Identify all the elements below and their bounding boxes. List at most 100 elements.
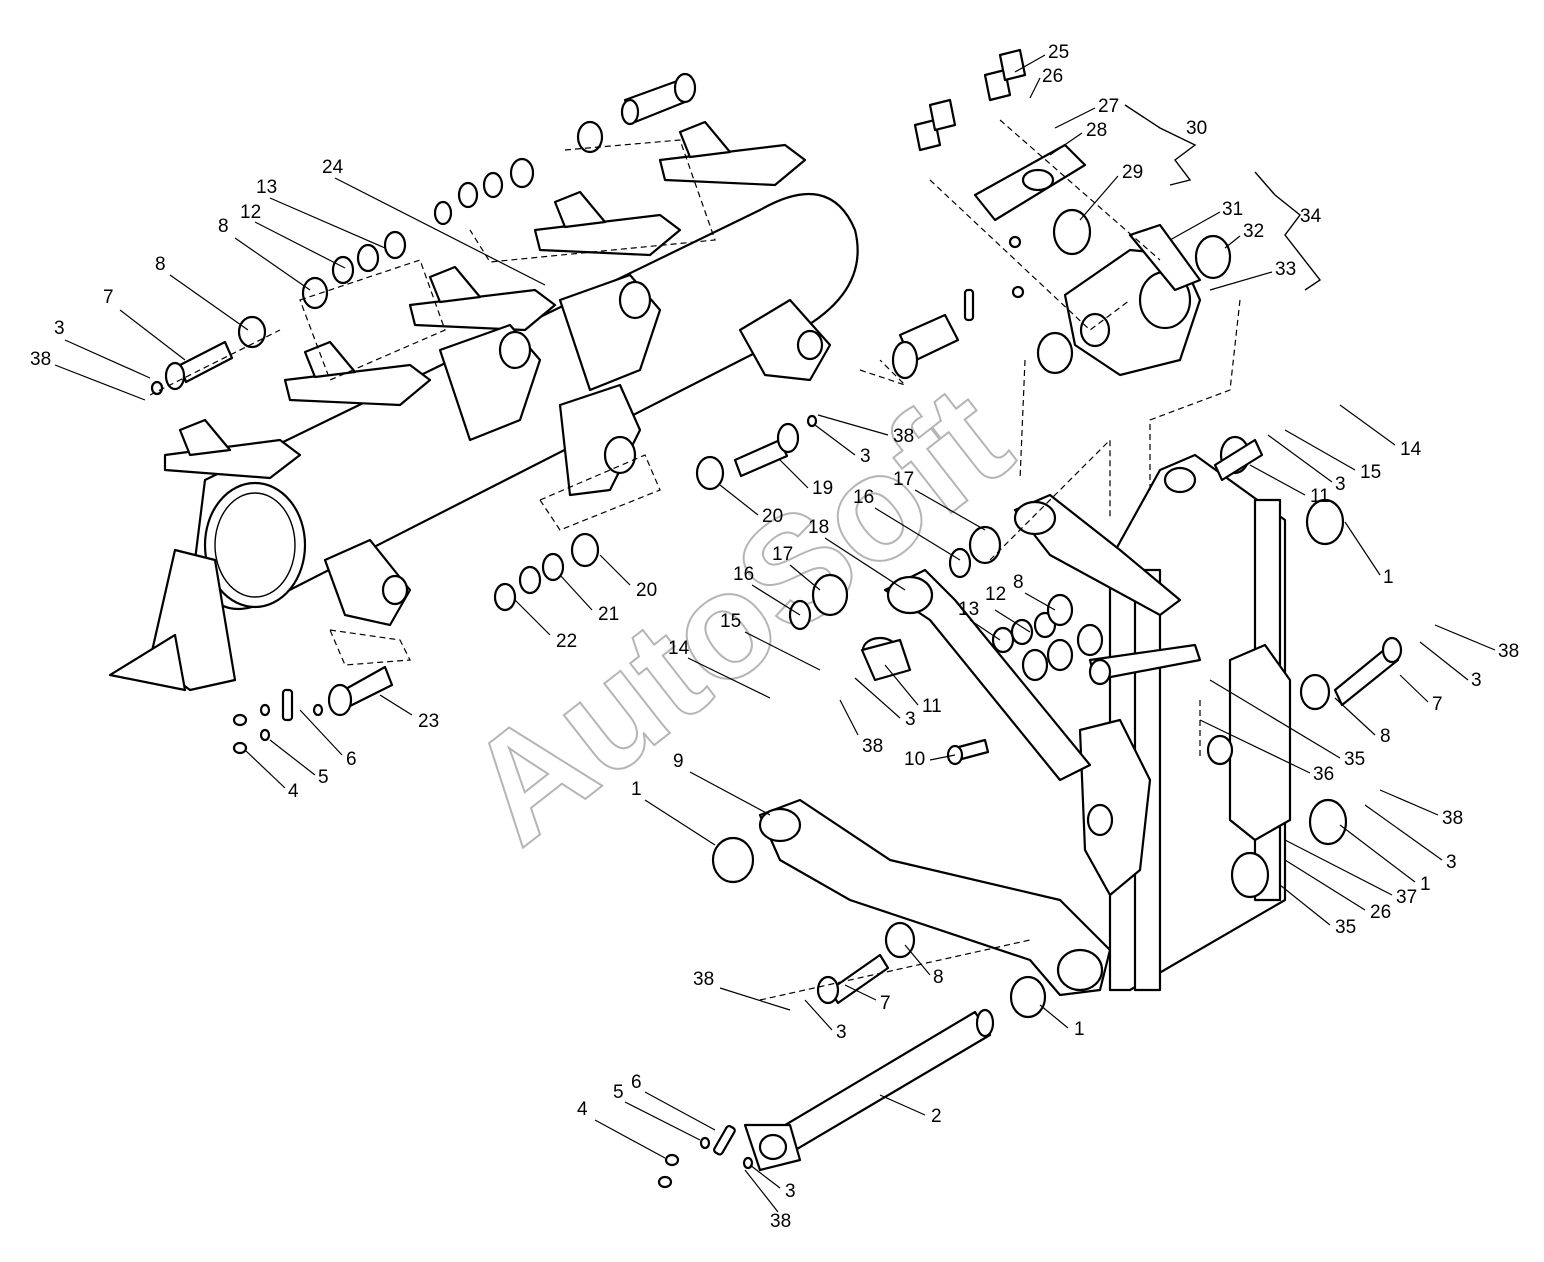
callout-3: 3 bbox=[860, 446, 871, 467]
swivel-bracket-group bbox=[891, 48, 1232, 380]
leader-line bbox=[1284, 839, 1393, 896]
callout-1: 1 bbox=[1383, 567, 1394, 588]
leader-line bbox=[904, 944, 931, 976]
callout-30: 30 bbox=[1186, 118, 1207, 139]
leader-line bbox=[1344, 521, 1381, 576]
callout-16: 16 bbox=[733, 564, 754, 585]
callout-34: 34 bbox=[1300, 206, 1322, 227]
leader-line bbox=[854, 677, 901, 719]
callout-36: 36 bbox=[1313, 764, 1334, 785]
callout-7: 7 bbox=[880, 993, 891, 1014]
leader-line bbox=[269, 197, 386, 249]
callout-8: 8 bbox=[155, 254, 166, 275]
callout-16: 16 bbox=[853, 487, 874, 508]
callout-22: 22 bbox=[556, 631, 577, 652]
leader-line bbox=[1419, 641, 1469, 681]
leader-lines bbox=[54, 54, 1496, 1213]
callout-38: 38 bbox=[893, 426, 914, 447]
leader-line bbox=[1249, 464, 1306, 496]
callout-17: 17 bbox=[772, 544, 793, 565]
callout-17: 17 bbox=[893, 469, 914, 490]
callout-26: 26 bbox=[1042, 66, 1063, 87]
leader-line bbox=[54, 364, 146, 401]
callout-15: 15 bbox=[1360, 462, 1381, 483]
callout-35: 35 bbox=[1344, 749, 1365, 770]
leader-line bbox=[624, 1101, 701, 1141]
leader-line bbox=[1284, 859, 1366, 911]
callout-33: 33 bbox=[1275, 259, 1296, 280]
leader-line bbox=[929, 754, 956, 761]
callout-6: 6 bbox=[346, 749, 357, 770]
callout-29: 29 bbox=[1122, 162, 1143, 183]
callout-15: 15 bbox=[720, 611, 741, 632]
leader-line bbox=[1024, 592, 1056, 611]
callout-7: 7 bbox=[1432, 694, 1443, 715]
leader-line bbox=[254, 221, 346, 269]
leader-line bbox=[719, 484, 759, 516]
leader-line bbox=[744, 1169, 779, 1213]
callout-8: 8 bbox=[1380, 726, 1391, 747]
callout-5: 5 bbox=[318, 767, 329, 788]
leader-line bbox=[1169, 211, 1221, 241]
callout-3: 3 bbox=[836, 1022, 847, 1043]
callout-38: 38 bbox=[1498, 641, 1519, 662]
callout-32: 32 bbox=[1243, 221, 1264, 242]
leader-line bbox=[749, 1164, 781, 1189]
leader-line bbox=[1284, 429, 1356, 471]
leader-line bbox=[1209, 271, 1273, 291]
leader-line bbox=[559, 574, 593, 611]
callout-10: 10 bbox=[904, 749, 925, 770]
leader-line bbox=[839, 699, 859, 736]
leader-line bbox=[1029, 77, 1041, 99]
callout-21: 21 bbox=[598, 604, 619, 625]
callout-23: 23 bbox=[418, 711, 439, 732]
callout-8: 8 bbox=[933, 967, 944, 988]
leader-line bbox=[824, 537, 906, 591]
callout-12: 12 bbox=[240, 202, 261, 223]
leader-line bbox=[884, 664, 919, 706]
leader-line bbox=[804, 999, 833, 1031]
lower-arm-and-shaft bbox=[657, 435, 1403, 1189]
leader-line bbox=[269, 739, 316, 776]
leader-line bbox=[1039, 1004, 1069, 1029]
leader-line bbox=[1279, 884, 1331, 926]
leader-line bbox=[744, 631, 821, 671]
leader-line bbox=[789, 564, 821, 591]
callout-25: 25 bbox=[1048, 42, 1069, 63]
leader-line bbox=[594, 1119, 666, 1159]
leader-line bbox=[1334, 697, 1376, 736]
callout-14: 14 bbox=[1400, 439, 1422, 460]
callout-5: 5 bbox=[613, 1082, 624, 1103]
callout-13: 13 bbox=[256, 177, 277, 198]
leader-line bbox=[379, 694, 413, 716]
callout-18: 18 bbox=[808, 517, 829, 538]
callout-8: 8 bbox=[218, 216, 229, 237]
callout-20: 20 bbox=[636, 580, 657, 601]
callout-31: 31 bbox=[1222, 199, 1243, 220]
leader-line bbox=[719, 987, 791, 1011]
frame-mast bbox=[883, 453, 1292, 992]
leader-line bbox=[1224, 235, 1241, 249]
callout-8: 8 bbox=[1013, 572, 1024, 593]
leader-line bbox=[1199, 719, 1311, 774]
leader-line bbox=[1379, 789, 1439, 816]
leader-line bbox=[644, 799, 716, 846]
callout-1: 1 bbox=[1074, 1019, 1085, 1040]
callout-20: 20 bbox=[762, 506, 783, 527]
leader-line bbox=[879, 1094, 926, 1116]
leader-line bbox=[1339, 404, 1396, 446]
callout-3: 3 bbox=[1471, 670, 1482, 691]
leader-line bbox=[779, 459, 809, 489]
leader-line bbox=[244, 749, 286, 789]
callout-38: 38 bbox=[1442, 808, 1463, 829]
bar-hardware bbox=[150, 72, 818, 755]
callout-11: 11 bbox=[922, 696, 942, 717]
callout-12: 12 bbox=[985, 584, 1006, 605]
callout-38: 38 bbox=[30, 349, 51, 370]
callout-38: 38 bbox=[770, 1211, 791, 1232]
leader-line bbox=[1079, 175, 1119, 221]
leader-line bbox=[914, 489, 986, 531]
leader-line bbox=[817, 414, 889, 436]
callout-1: 1 bbox=[1420, 874, 1431, 895]
